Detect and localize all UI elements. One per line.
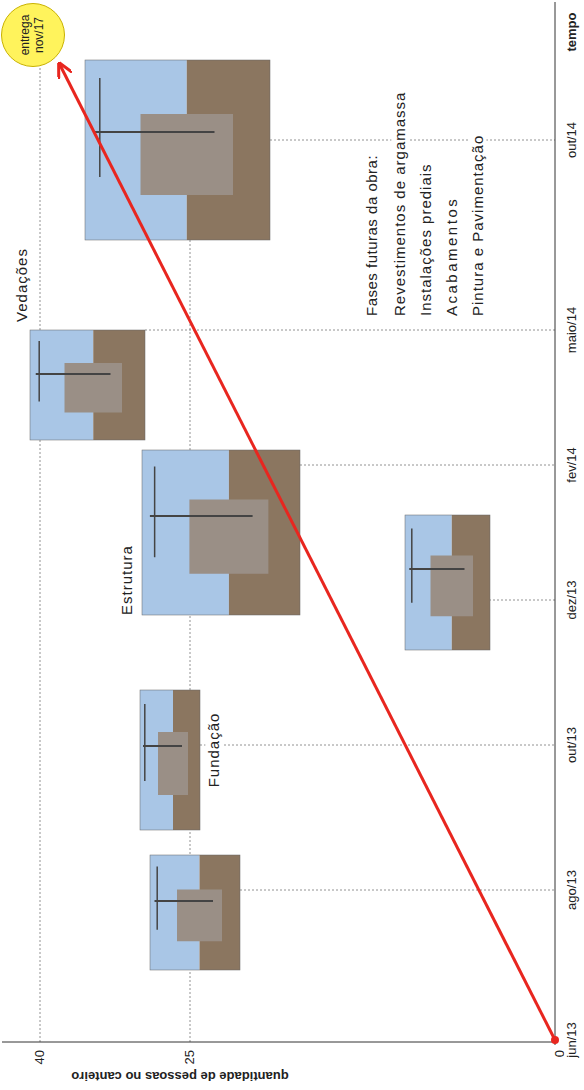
axis-title: tempo xyxy=(565,11,580,54)
origin-dot xyxy=(551,1036,559,1044)
time-axis xyxy=(555,2,556,1045)
phase-label: Estrutura xyxy=(118,543,135,617)
month-label: dez/13 xyxy=(565,578,580,621)
phase-label: Fundação xyxy=(205,711,222,790)
note-item: Revestimentos de argamassa xyxy=(391,90,408,318)
month-line xyxy=(145,330,555,331)
note-item: Instalações prediais xyxy=(417,161,434,318)
axis-title: quantidade de pessoas no canteiro xyxy=(69,1069,290,1084)
note-item: Acabamentos xyxy=(443,195,460,318)
note-heading: Fases futuras da obra: xyxy=(363,153,380,318)
site-photo xyxy=(30,330,145,440)
site-photo xyxy=(142,450,300,615)
tick-label: 25 xyxy=(183,1048,198,1066)
note-item: Pintura e Pavimentação xyxy=(469,133,486,318)
quantity-axis xyxy=(2,1042,557,1043)
month-label: jun/13 xyxy=(565,1020,580,1059)
site-photo xyxy=(405,515,490,650)
site-photo xyxy=(140,690,200,830)
trend-arrow xyxy=(60,65,555,1040)
site-photo xyxy=(150,855,240,970)
month-label: maio/14 xyxy=(565,305,580,355)
month-line xyxy=(300,465,555,466)
grid-line xyxy=(40,60,41,1042)
month-label: ago/13 xyxy=(565,868,580,912)
month-label: fev/14 xyxy=(565,445,580,484)
delivery-circle: entrega nov/17 xyxy=(1,3,65,67)
month-label: out/13 xyxy=(565,725,580,765)
month-line xyxy=(240,890,555,891)
site-photo xyxy=(85,60,270,240)
delivery-text: entrega nov/17 xyxy=(19,10,47,60)
month-line xyxy=(200,745,555,746)
phase-label: Vedações xyxy=(13,246,30,324)
month-label: out/14 xyxy=(565,120,580,160)
month-line xyxy=(270,140,555,141)
tick-label: 40 xyxy=(33,1048,48,1066)
